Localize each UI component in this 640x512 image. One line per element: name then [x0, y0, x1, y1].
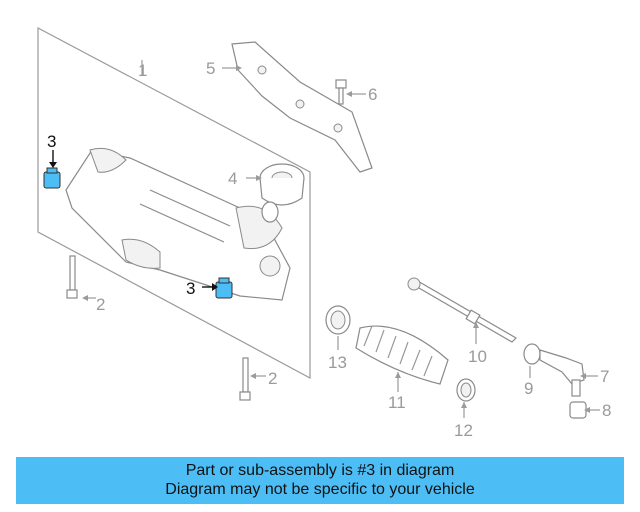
boot-part-8 — [569, 401, 587, 419]
tie-rod-end-part-7 — [539, 349, 585, 397]
bolt-part-2-left — [66, 255, 78, 299]
clamp-part-13 — [325, 305, 351, 335]
mount-bushing-part-4 — [259, 163, 305, 206]
callout-7: 7 — [600, 367, 609, 386]
callout-9: 9 — [524, 379, 533, 398]
parts-diagram: 1 2 2 3 3 4 5 6 7 8 9 10 11 12 13 — [37, 27, 611, 440]
callout-6: 6 — [368, 85, 377, 104]
bolt-part-6 — [335, 79, 347, 105]
callout-2-right: 2 — [268, 369, 277, 388]
clamp-part-12 — [456, 378, 476, 402]
callout-8: 8 — [602, 401, 611, 420]
clamp-part-3-center — [215, 277, 233, 299]
callout-12: 12 — [454, 421, 473, 440]
nut-part-9 — [523, 343, 541, 365]
callout-1: 1 — [138, 61, 147, 80]
callout-11: 11 — [388, 393, 406, 412]
boot-part-11 — [355, 325, 449, 385]
callout-3-center: 3 — [186, 279, 195, 298]
callout-5: 5 — [206, 59, 215, 78]
clamp-part-3-left — [43, 167, 61, 189]
callout-13: 13 — [328, 353, 347, 372]
callout-3-left: 3 — [47, 132, 56, 151]
banner-line-2: Diagram may not be specific to your vehi… — [165, 481, 475, 498]
bracket-part-5 — [231, 41, 373, 173]
info-banner: Part or sub-assembly is #3 in diagram Di… — [16, 457, 624, 504]
leader-lines — [49, 60, 600, 418]
inner-tie-rod-part-10 — [407, 277, 517, 343]
callout-10: 10 — [468, 347, 487, 366]
steering-rack-gear — [65, 147, 291, 301]
banner-line-1: Part or sub-assembly is #3 in diagram — [185, 462, 455, 479]
bolt-part-2-right — [239, 357, 251, 401]
callout-2-left: 2 — [96, 295, 105, 314]
callout-4: 4 — [228, 169, 237, 188]
